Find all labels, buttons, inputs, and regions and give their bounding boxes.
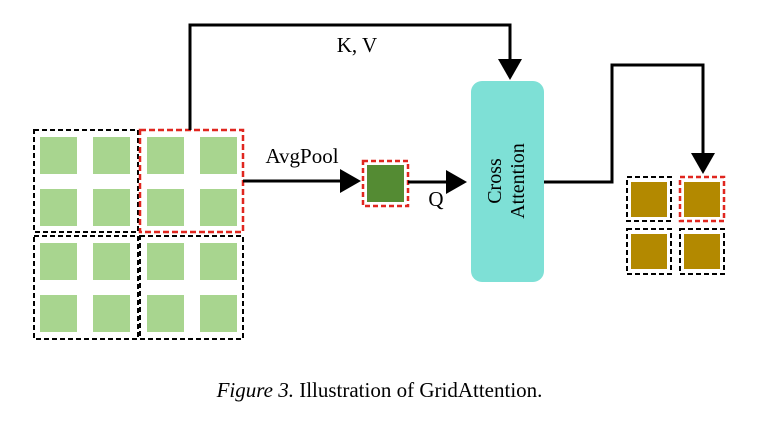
output-token-bottom-right bbox=[679, 228, 725, 275]
input-feature-grid bbox=[33, 128, 245, 340]
q-label: Q bbox=[428, 187, 443, 211]
output-token-top-left bbox=[626, 176, 672, 222]
pooled-query-token bbox=[361, 159, 410, 208]
output-token-top-right-highlighted bbox=[678, 175, 726, 223]
figure-caption: Figure 3. Illustration of GridAttention. bbox=[0, 378, 759, 403]
window-top-right-highlighted bbox=[138, 128, 245, 234]
kv-arrow bbox=[188, 23, 522, 130]
cross-attention-block: Cross Attention bbox=[471, 81, 544, 282]
window-bottom-left bbox=[33, 235, 139, 340]
window-top-left bbox=[33, 129, 139, 233]
figure-number: Figure 3. bbox=[216, 378, 294, 402]
cross-attention-label-line2: Attention bbox=[507, 143, 529, 219]
output-arrow bbox=[544, 63, 715, 184]
cross-attention-label-line1: Cross bbox=[484, 158, 506, 204]
output-token-grid bbox=[626, 175, 726, 275]
kv-label: K, V bbox=[337, 33, 377, 57]
output-token-bottom-left bbox=[626, 228, 672, 275]
avgpool-label: AvgPool bbox=[265, 144, 338, 168]
caption-text: Illustration of GridAttention. bbox=[299, 378, 543, 402]
window-bottom-right bbox=[139, 235, 244, 340]
